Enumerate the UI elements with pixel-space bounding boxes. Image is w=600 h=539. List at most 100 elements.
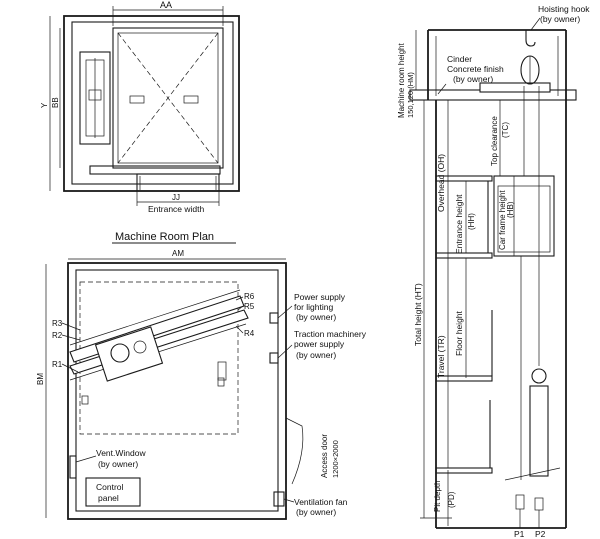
entrance-width-label: Entrance width	[148, 204, 204, 214]
reaction-r5-label: R5	[244, 302, 255, 311]
beam-edge	[69, 289, 241, 346]
room-depth-label: BM	[36, 373, 45, 385]
lowest-landing-slab	[435, 467, 493, 474]
leader	[61, 363, 79, 373]
leader	[61, 334, 81, 341]
concrete-finish-owner: (by owner)	[453, 74, 493, 84]
hoistway-plan: AA Y BB JJ Entrance width	[40, 0, 240, 214]
ventilation-fan-label: Ventilation fan	[294, 497, 348, 507]
traction-power-label-2: power supply	[294, 339, 345, 349]
rope-hole	[217, 361, 227, 381]
outlet-symbol	[81, 395, 89, 405]
door-swing	[285, 417, 304, 485]
hoistway-plan-outer-wall	[63, 15, 240, 192]
upper-landing-slab	[435, 175, 493, 182]
car-buffer	[515, 494, 525, 510]
car-inner	[497, 185, 551, 253]
p2-label: P2	[535, 529, 546, 539]
reaction-r1-label: R1	[52, 360, 63, 369]
car-diagonal	[117, 32, 219, 164]
car-inner-outline	[117, 32, 219, 164]
leader	[437, 83, 447, 95]
lighting-supply-box	[269, 312, 279, 324]
car-body	[493, 175, 555, 257]
p1-label: P1	[514, 529, 525, 539]
ventilation-fan-owner: (by owner)	[296, 507, 336, 517]
reaction-r2-label: R2	[52, 331, 63, 340]
reaction-r3-label: R3	[52, 319, 63, 328]
counterweight	[79, 51, 111, 145]
reaction-r6-label: R6	[244, 292, 255, 301]
plan-side-label: Y	[40, 102, 49, 108]
guide-rail-shoe	[129, 95, 145, 104]
machine-bedplate	[479, 82, 551, 93]
hoistway-plan-inner-wall	[71, 21, 234, 185]
machine-room-outer-wall	[67, 262, 287, 520]
counterweight-buffer	[534, 497, 544, 511]
vent-window-owner: (by owner)	[98, 459, 138, 469]
leader	[283, 498, 295, 503]
pit-depth-code: (PD)	[447, 491, 456, 508]
total-height-label: Total height (HT)	[413, 283, 423, 346]
power-lighting-label-1: Power supply	[294, 292, 346, 302]
floor-height-label: Floor height	[454, 310, 464, 356]
outlet-symbol	[217, 377, 225, 387]
guide-rail-shoe	[183, 95, 199, 104]
plan-width-label: AA	[160, 0, 172, 10]
machine-room-plan: Machine Room Plan AM BM R3 R2 R1 R6 R5	[36, 231, 367, 520]
car-frame-height-code: (HB)	[506, 201, 515, 218]
hoisting-hook-label: Hoisting hook	[538, 4, 590, 14]
leader	[61, 322, 81, 331]
hoisting-hook-icon	[525, 30, 536, 47]
vent-window	[69, 455, 77, 479]
leader	[277, 305, 293, 319]
room-width-label: AM	[172, 249, 184, 258]
cinder-label: Cinder	[447, 54, 472, 64]
top-clearance-label: Top clearance	[490, 116, 499, 166]
mr-height-label: Machine room height	[397, 43, 406, 118]
top-clearance-code: (TC)	[501, 122, 510, 138]
traction-supply-box	[269, 352, 279, 364]
leader	[235, 296, 244, 301]
plan-door-label: JJ	[172, 193, 180, 202]
hoisting-hook-owner: (by owner)	[540, 14, 580, 24]
power-lighting-label-2: for lighting	[294, 302, 333, 312]
machine-room-inner-wall	[75, 269, 279, 512]
pit-line	[504, 467, 561, 481]
control-panel-label-1: Control	[96, 482, 124, 492]
leader	[75, 455, 97, 463]
overhead-label: Overhead (OH)	[436, 154, 446, 212]
entrance-height-code: (HH)	[467, 213, 476, 230]
car-frame-height-label: Car frame height	[498, 190, 507, 250]
power-lighting-owner: (by owner)	[296, 312, 336, 322]
landing-slab	[435, 252, 493, 259]
traction-power-owner: (by owner)	[296, 350, 336, 360]
motor	[133, 340, 147, 354]
machine-room-title: Machine Room Plan	[115, 231, 214, 243]
landing-slab	[435, 375, 493, 382]
sheave	[110, 343, 130, 363]
access-door-size: 1200×2000	[331, 440, 340, 478]
control-panel	[85, 477, 141, 507]
car-outline	[112, 27, 224, 169]
leader	[235, 325, 244, 334]
vent-window-label: Vent.Window	[96, 448, 146, 458]
plan-depth-label: BB	[51, 97, 60, 108]
reaction-r4-label: R4	[244, 329, 255, 338]
hoistway-section: Hoisting hook (by owner) Cinder Concrete…	[397, 4, 590, 539]
leader	[530, 17, 541, 31]
door-sill	[89, 165, 221, 175]
traction-power-label-1: Traction machinery	[294, 329, 367, 339]
concrete-finish-label: Concrete finish	[447, 64, 504, 74]
entrance-opening	[136, 173, 220, 192]
counterweight-sheave	[531, 368, 547, 384]
ventilation-fan	[273, 491, 285, 507]
entrance-height-label: Entrance height	[454, 194, 464, 254]
counterweight-block	[88, 89, 102, 101]
leader	[277, 344, 293, 359]
mr-height-value: 150,120 (HM)	[406, 72, 415, 118]
pit-depth-label: Pit depth	[433, 480, 442, 512]
counterweight-block	[529, 385, 549, 477]
control-panel-label-2: panel	[98, 493, 119, 503]
